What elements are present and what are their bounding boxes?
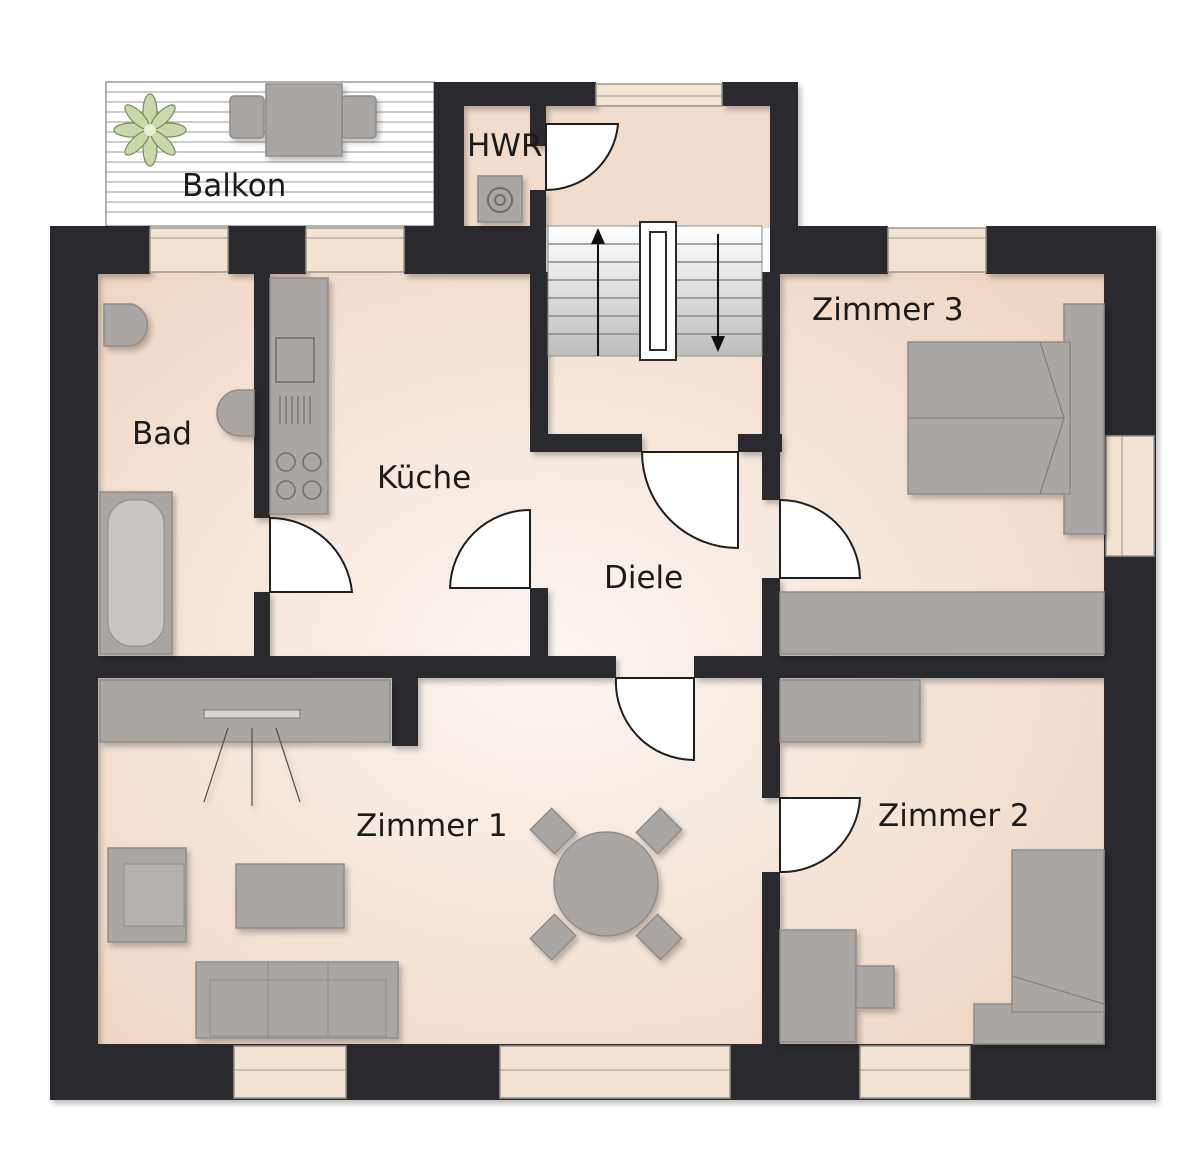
plant-icon [113,93,187,167]
room-label-balkon: Balkon [182,168,286,204]
doors [269,123,862,874]
room-label-bad: Bad [132,416,192,452]
staircase [547,221,763,361]
room-label-diele: Diele [604,560,683,596]
room-label-zimmer1: Zimmer 1 [356,808,508,844]
walls [50,82,1156,1100]
room-label-hwr: HWR [467,128,543,164]
room-label-zimmer2: Zimmer 2 [878,798,1030,834]
room-label-zimmer3: Zimmer 3 [812,292,964,328]
windows [149,83,1155,1099]
room-labels: Balkon HWR Bad Küche Diele Zimmer 3 Zimm… [132,128,1030,844]
room-label-kueche: Küche [377,460,471,496]
furniture [99,83,1105,1045]
